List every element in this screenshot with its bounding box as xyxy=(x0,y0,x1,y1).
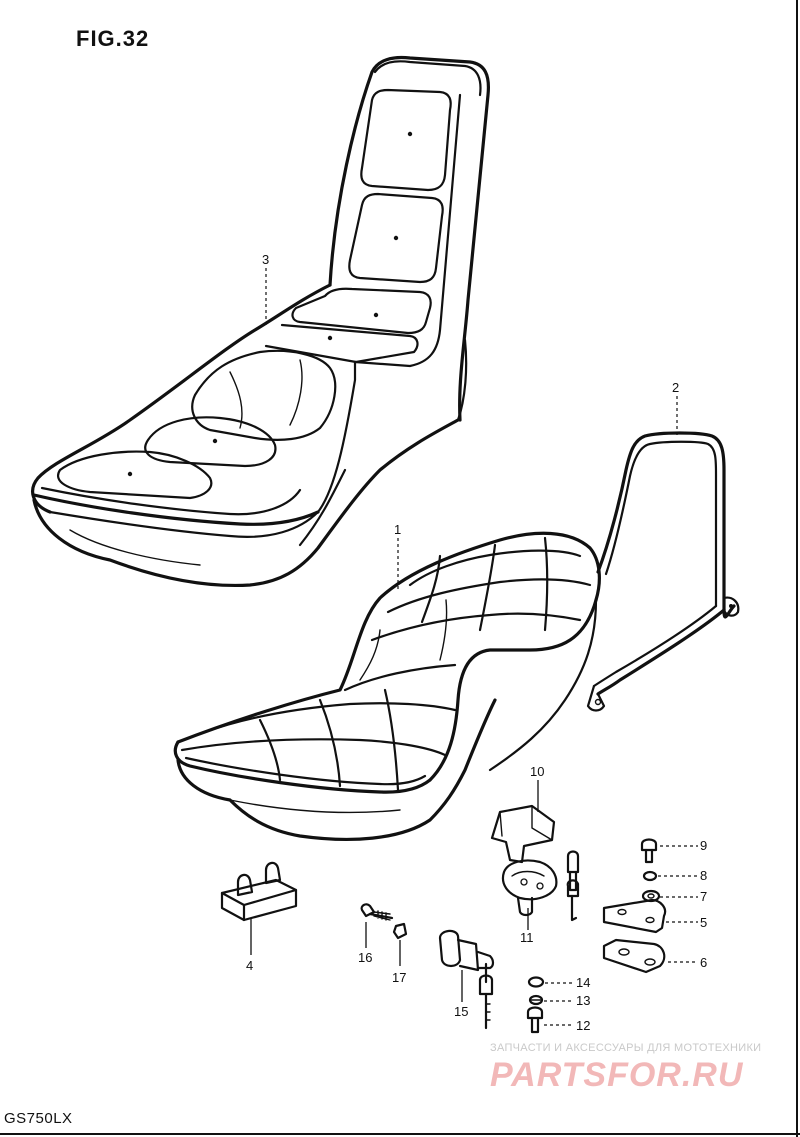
callout-numbers: 3 2 1 10 11 4 16 17 15 9 8 7 5 6 14 13 1… xyxy=(246,252,707,1033)
callout-12: 12 xyxy=(576,1018,590,1033)
callout-16: 16 xyxy=(358,950,372,965)
callout-2: 2 xyxy=(672,380,679,395)
callout-8: 8 xyxy=(700,868,707,883)
callout-1: 1 xyxy=(394,522,401,537)
grab-rail xyxy=(586,431,740,712)
lock-cylinder xyxy=(438,929,495,1030)
callout-5: 5 xyxy=(700,915,707,930)
callout-15: 15 xyxy=(454,1004,468,1019)
callout-11: 11 xyxy=(520,930,534,945)
figure-title: FIG.32 xyxy=(76,26,150,51)
callout-14: 14 xyxy=(576,975,590,990)
callout-7: 7 xyxy=(700,889,707,904)
leader-lines xyxy=(250,268,698,1026)
callout-3: 3 xyxy=(262,252,269,267)
dual-seat xyxy=(173,531,601,842)
bolt-and-nut xyxy=(360,903,408,940)
hinge-hardware xyxy=(526,838,667,1034)
callout-17: 17 xyxy=(392,970,406,985)
watermark-subtitle: ЗАПЧАСТИ И АКСЕССУАРЫ ДЛЯ МОТОТЕХНИКИ xyxy=(490,1042,762,1054)
callout-4: 4 xyxy=(246,958,253,973)
callout-10: 10 xyxy=(530,764,544,779)
callout-6: 6 xyxy=(700,955,707,970)
seat-with-backrest xyxy=(31,55,491,588)
callout-13: 13 xyxy=(576,993,590,1008)
rubber-cushion xyxy=(220,861,298,922)
seat-lock-assembly xyxy=(490,804,580,922)
model-code: GS750LX xyxy=(4,1110,73,1127)
watermark-brand: PARTSFOR.RU xyxy=(490,1056,744,1094)
callout-9: 9 xyxy=(700,838,707,853)
